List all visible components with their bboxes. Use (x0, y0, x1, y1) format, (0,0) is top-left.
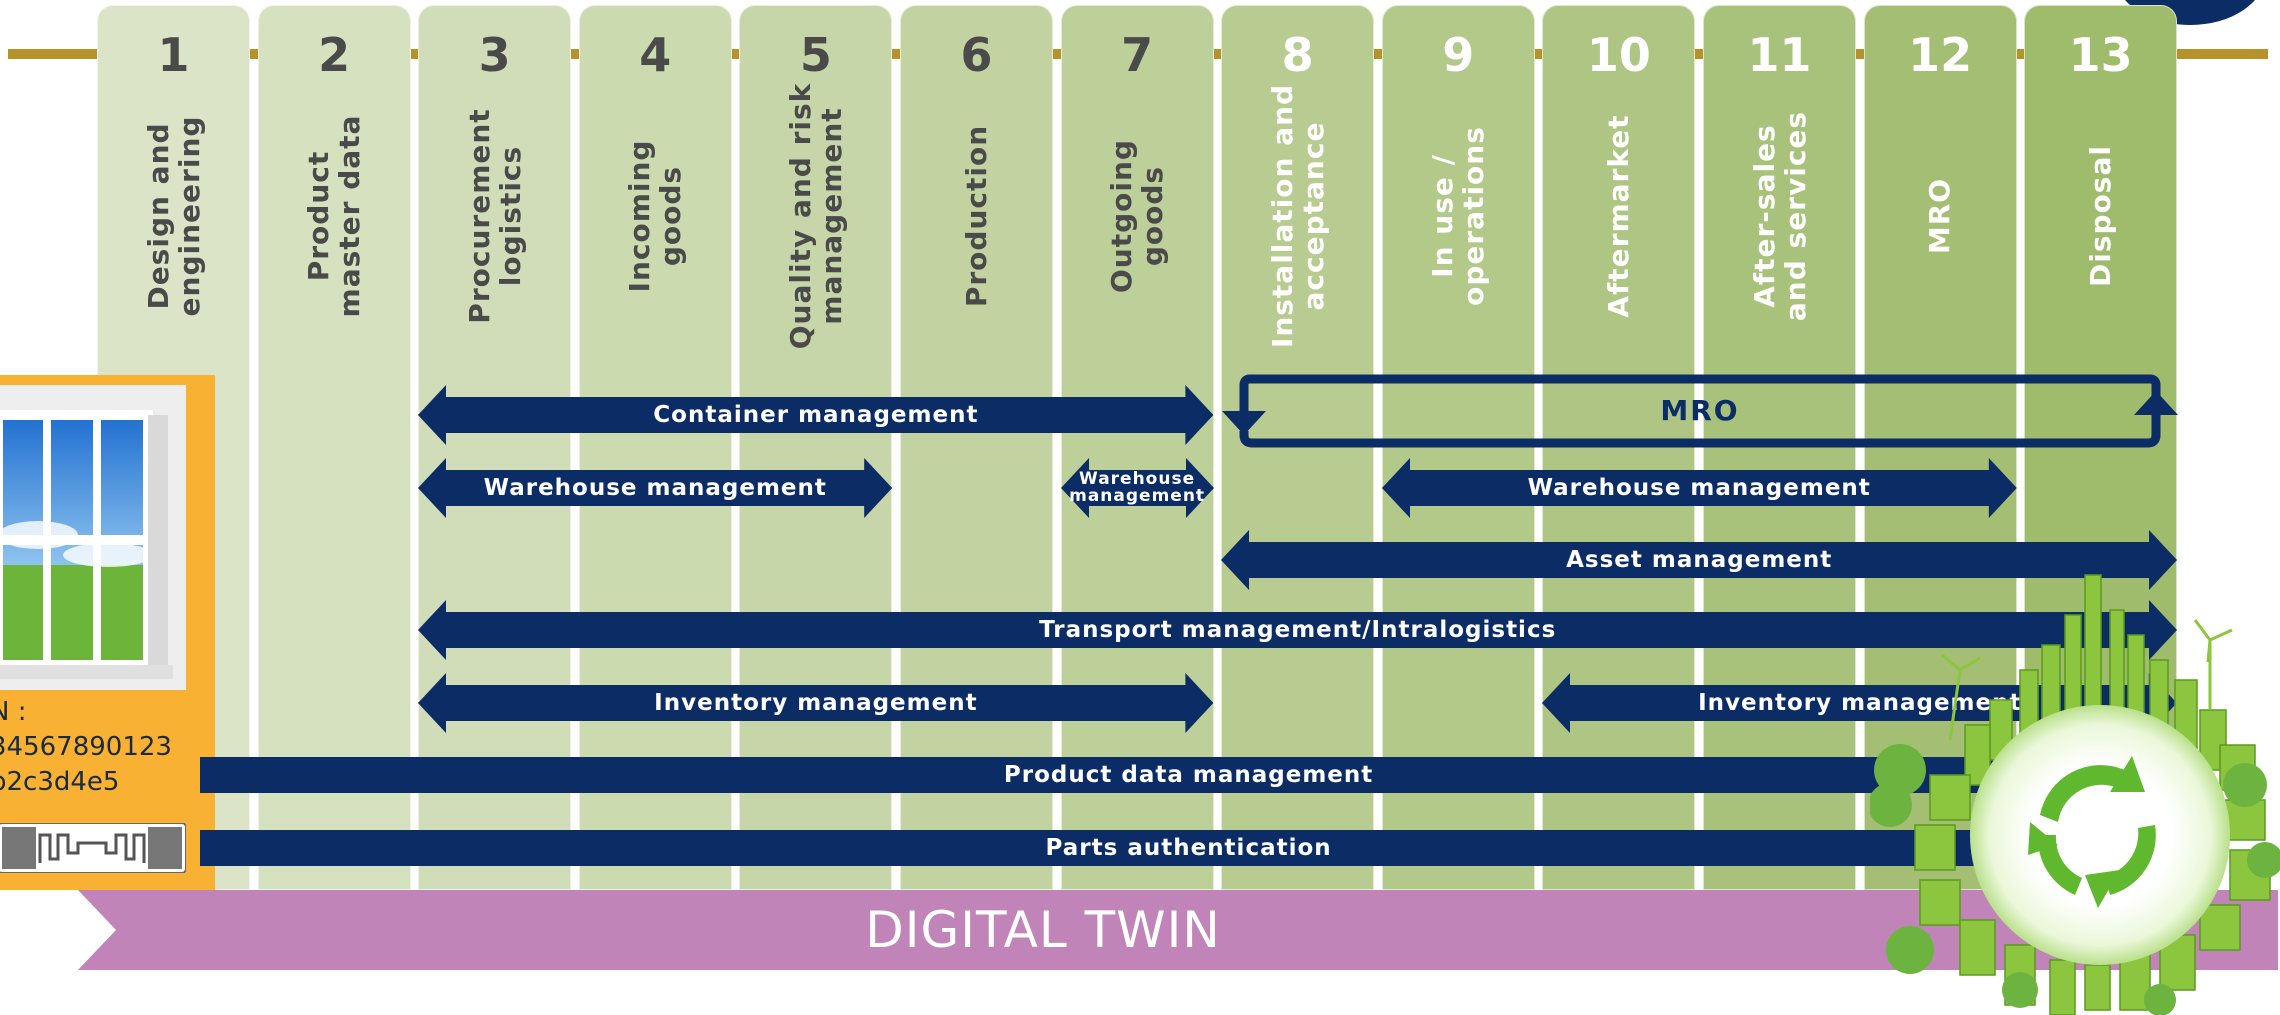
stage-number: 13 (2068, 28, 2133, 82)
process-bar: Warehouse management (1060, 458, 1214, 518)
stage-number: 2 (318, 28, 351, 82)
process-bar: Asset management (1221, 530, 2178, 590)
process-label: Parts authentication (1045, 834, 1332, 861)
mro-cycle-label: MRO (1660, 394, 1740, 427)
stage-number: 9 (1442, 28, 1475, 82)
stage-label: Design and engineering (141, 115, 206, 317)
recycle-arrows (2028, 756, 2156, 908)
stage-label: Product master data (301, 114, 367, 318)
stage-number: 7 (1121, 28, 1154, 82)
stage-label: After-sales and services (1747, 110, 1812, 322)
stage-label: Aftermarket (1602, 114, 1636, 318)
stage-number: 12 (1908, 28, 1973, 82)
stage-label: MRO (1923, 177, 1957, 255)
stage-number: 1 (157, 28, 190, 82)
process-label: Asset management (1566, 546, 1833, 573)
process-label: Warehouse management (1069, 469, 1206, 506)
process-bar: Container management (418, 385, 1214, 445)
stage-number: 11 (1747, 28, 1812, 82)
process-bar: Parts authentication (200, 818, 2178, 878)
stage-label: Production (959, 124, 993, 308)
process-bar: Transport management/Intralogistics (418, 600, 2178, 660)
process-label: Container management (653, 401, 979, 428)
product-card: N : 34567890123 b2c3d4e5 (0, 375, 215, 890)
stage-number: 4 (639, 28, 672, 82)
digital-twin-label: DIGITAL TWIN (865, 901, 1221, 959)
stage-label: Incoming goods (622, 139, 688, 293)
stage-label: Quality and risk management (783, 82, 848, 350)
window-image (0, 385, 186, 690)
process-bar: Warehouse management (418, 458, 893, 518)
process-label: Warehouse management (483, 474, 827, 501)
stage-label: Outgoing goods (1104, 139, 1170, 293)
process-label: Transport management/Intralogistics (1039, 616, 1557, 643)
rfid-tag-icon (0, 822, 187, 874)
process-bar: Inventory management (1542, 673, 2178, 733)
stage-number: 6 (960, 28, 993, 82)
stage-number: 10 (1586, 28, 1651, 82)
process-label: Inventory management (654, 689, 978, 716)
stage-label: Installation and acceptance (1265, 83, 1330, 349)
stage-number: 5 (799, 28, 832, 82)
mro-cycle: MRO (1220, 373, 2180, 453)
process-label: Inventory management (1698, 689, 2022, 716)
rfid-code: N : 34567890123 b2c3d4e5 (0, 695, 205, 800)
digital-twin-banner: DIGITAL TWIN (78, 890, 2278, 970)
process-bar: Warehouse management (1381, 458, 2017, 518)
rfid-id-label: N : (0, 697, 27, 727)
process-bar: Inventory management (418, 673, 1214, 733)
rfid-number: 34567890123 (0, 732, 172, 763)
stage-number: 8 (1281, 28, 1314, 82)
process-bar: Product data management (200, 745, 2178, 805)
recycling-city-icon (1868, 560, 2280, 1015)
process-label: Product data management (1003, 761, 1374, 788)
process-label: Warehouse management (1527, 474, 1871, 501)
stage-label: In use / operations (1425, 126, 1491, 306)
rfid-hash: b2c3d4e5 (0, 767, 120, 798)
stage-label: Disposal (2084, 145, 2117, 287)
stage-number: 3 (478, 28, 511, 82)
stage-label: Procurement logistics (462, 108, 527, 324)
